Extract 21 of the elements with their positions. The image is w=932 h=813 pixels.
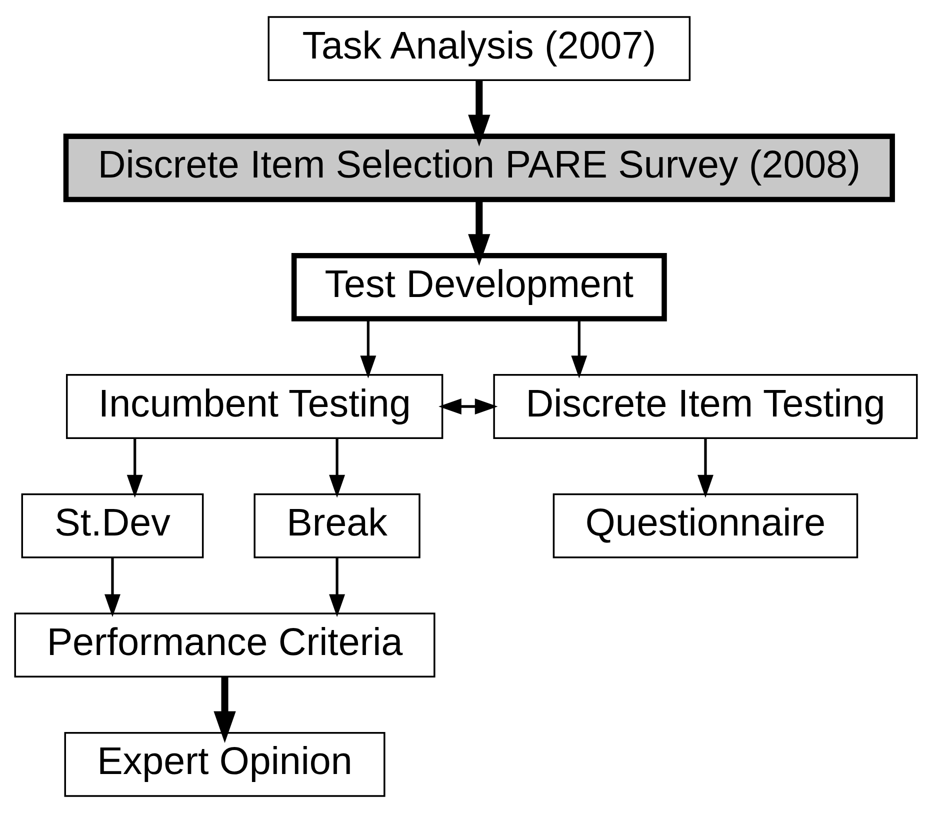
node-box: Task Analysis (2007) [268, 16, 691, 82]
arrow [438, 398, 498, 414]
arrow [571, 319, 588, 378]
node-box: Incumbent Testing [66, 374, 444, 439]
node-box: Performance Criteria [14, 612, 436, 678]
node-box: Questionnaire [552, 493, 858, 558]
arrow [468, 200, 490, 266]
arrow [697, 438, 714, 498]
node-box: Test Development [291, 252, 667, 322]
arrow [214, 677, 236, 743]
arrow [329, 558, 346, 618]
node-box: Break [254, 493, 420, 558]
node-box: Discrete Item Testing [493, 374, 918, 439]
arrow [104, 558, 120, 618]
node-box: St.Dev [21, 493, 204, 558]
arrow [468, 80, 490, 146]
arrow [360, 319, 376, 378]
node-box: Expert Opinion [64, 732, 386, 797]
arrow [126, 438, 143, 498]
arrow [329, 438, 346, 498]
node-box: Discrete Item Selection PARE Survey (2008) [63, 134, 895, 202]
